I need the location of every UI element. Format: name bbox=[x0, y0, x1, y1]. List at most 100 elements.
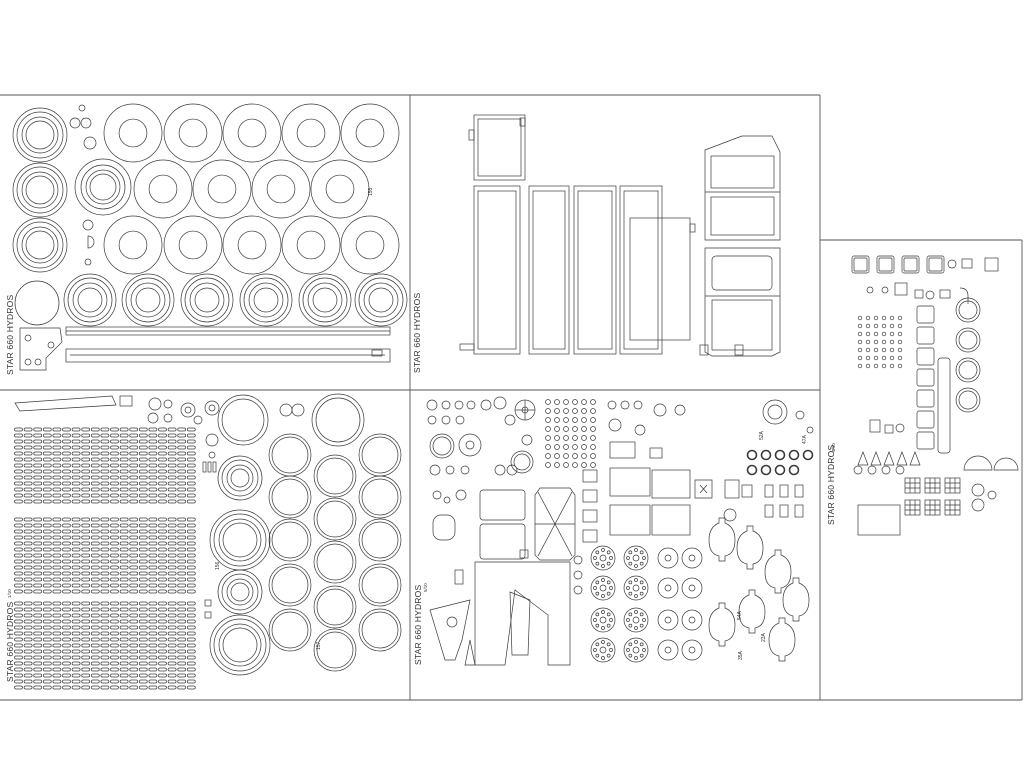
part-circle bbox=[427, 415, 437, 425]
rivet-hole bbox=[554, 408, 560, 414]
tiny-hole bbox=[857, 347, 863, 353]
part-circle bbox=[80, 117, 92, 129]
rim-ring bbox=[510, 450, 534, 474]
square-part bbox=[916, 326, 935, 345]
part-label: 52A bbox=[759, 430, 765, 440]
hub-disc bbox=[681, 547, 703, 569]
tiny-hole bbox=[865, 331, 871, 337]
part-circle bbox=[24, 358, 32, 366]
sheet-right bbox=[851, 255, 1019, 536]
part-rect bbox=[454, 569, 464, 585]
bolt-hole bbox=[642, 648, 646, 652]
part-label: 54A bbox=[737, 610, 743, 620]
hub-disc bbox=[14, 280, 60, 326]
tiny-hole bbox=[881, 323, 887, 329]
part-rect bbox=[119, 395, 133, 407]
rim-ring bbox=[222, 627, 258, 663]
part-circle bbox=[573, 555, 583, 565]
rivet-hole bbox=[545, 426, 551, 432]
part-rect bbox=[939, 289, 951, 299]
rivet-hole bbox=[554, 435, 560, 441]
panel-part bbox=[619, 185, 663, 355]
rim-ring bbox=[358, 608, 402, 652]
bolt-hole bbox=[628, 580, 633, 585]
part-circle bbox=[205, 433, 219, 447]
rim-ring bbox=[16, 166, 64, 214]
sheet-bottom-middle bbox=[426, 396, 814, 666]
mesh-hatch bbox=[945, 500, 960, 515]
tiny-hole bbox=[873, 347, 879, 353]
rim-ring bbox=[271, 566, 309, 604]
tiny-hole bbox=[857, 363, 863, 369]
part-circle bbox=[620, 400, 630, 410]
rim-ring bbox=[21, 171, 59, 209]
mesh-hatch bbox=[925, 478, 940, 493]
hub-disc bbox=[681, 639, 703, 661]
rim-ring bbox=[271, 611, 309, 649]
axle-housing-part bbox=[738, 589, 766, 634]
part-circle bbox=[441, 415, 451, 425]
tire-part bbox=[340, 103, 400, 163]
part-circle bbox=[163, 413, 173, 423]
part-circle bbox=[454, 400, 464, 410]
part-circle bbox=[971, 483, 985, 497]
hub-disc bbox=[657, 547, 679, 569]
tiny-hole bbox=[897, 315, 903, 321]
plate-part bbox=[651, 469, 691, 499]
rim-ring bbox=[465, 440, 475, 450]
chassis-plate bbox=[474, 561, 571, 666]
rim-ring bbox=[313, 454, 357, 498]
part-label: 47A bbox=[802, 434, 808, 444]
rim-ring bbox=[180, 273, 234, 327]
part-circle bbox=[426, 399, 438, 411]
tiny-hole bbox=[873, 339, 879, 345]
mesh-hatch bbox=[945, 478, 960, 493]
panel-inner bbox=[477, 118, 522, 177]
part-circle bbox=[83, 136, 97, 150]
part-circle bbox=[208, 451, 216, 459]
tab bbox=[734, 344, 744, 356]
rim-ring bbox=[213, 618, 267, 672]
page-number-right: 4/10 bbox=[831, 443, 836, 452]
sheet-title-bottom-middle: STAR 660 HYDROS bbox=[413, 585, 423, 665]
bolt-hole bbox=[593, 648, 597, 652]
bolt-hole bbox=[601, 640, 605, 644]
tire-part bbox=[251, 159, 311, 219]
tiny-hole bbox=[857, 315, 863, 321]
rim-ring bbox=[21, 116, 59, 154]
rivet-hole bbox=[572, 399, 578, 405]
hub-disc bbox=[657, 577, 679, 599]
x-bracket bbox=[694, 479, 713, 499]
tiny-hole bbox=[873, 323, 879, 329]
rim-ring bbox=[221, 573, 259, 611]
rivet-hole bbox=[581, 462, 587, 468]
tiny-hole bbox=[865, 323, 871, 329]
rim-ring bbox=[222, 522, 258, 558]
rivet-hole bbox=[572, 408, 578, 414]
rivet-hole bbox=[572, 462, 578, 468]
tiny-hole bbox=[865, 355, 871, 361]
tab bbox=[689, 223, 696, 233]
small-plate bbox=[582, 489, 598, 503]
tiny-hole bbox=[865, 315, 871, 321]
tire-part bbox=[340, 215, 400, 275]
rivet-hole bbox=[590, 453, 596, 459]
bolt-hole bbox=[634, 656, 638, 660]
cab-inner bbox=[710, 196, 775, 236]
loop-part bbox=[432, 514, 456, 541]
rim-ring bbox=[226, 464, 254, 492]
small-plate bbox=[764, 504, 774, 518]
rim-ring bbox=[361, 478, 399, 516]
tab bbox=[519, 117, 526, 127]
bolt-hole bbox=[639, 612, 644, 617]
part-rect bbox=[869, 419, 881, 433]
page-number-bottom-left: 1/10 bbox=[7, 589, 12, 598]
bolt-hole bbox=[601, 610, 605, 614]
hub-hole bbox=[688, 616, 696, 624]
small-plate bbox=[582, 509, 598, 523]
bolt-hole bbox=[606, 561, 611, 566]
rim-ring bbox=[354, 273, 408, 327]
bolt-hole bbox=[595, 612, 600, 617]
tab bbox=[459, 343, 475, 351]
rim-ring bbox=[311, 393, 365, 447]
